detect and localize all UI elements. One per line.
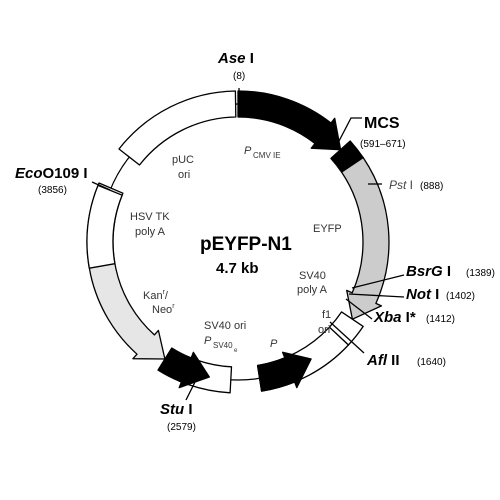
stu-tick <box>185 379 197 401</box>
puc-label: pUC <box>172 154 194 166</box>
bsrg-tick <box>351 274 405 289</box>
pcmv-label: P <box>244 145 252 157</box>
not-tick <box>348 293 405 298</box>
psv40-sub2-label: e <box>234 348 238 354</box>
stu-position: (2579) <box>167 422 196 433</box>
feature-segments <box>86 90 390 394</box>
xba-tick <box>345 298 373 320</box>
eco-label: EcoO109 I <box>15 165 88 182</box>
puc-ori-segment <box>118 90 237 166</box>
afl-label: Afl II <box>366 352 400 369</box>
sv40-ori-label: SV40 ori <box>204 320 246 332</box>
sv40-polya-label-2: poly A <box>297 284 328 296</box>
ori-label: ori <box>178 169 190 181</box>
eyfp-label: EYFP <box>313 223 342 235</box>
sv40-polya-label-1: SV40 <box>299 270 326 282</box>
afl-position: (1640) <box>417 357 446 368</box>
xba-position: (1412) <box>426 314 455 325</box>
bsrg-position: (1389) <box>466 268 495 279</box>
not-position: (1402) <box>446 291 475 302</box>
eco-tick <box>91 181 111 191</box>
f1-label: f1 <box>322 309 331 321</box>
psv40-promoter-arrow <box>157 347 210 389</box>
plasmid-name: pEYFP-N1 <box>200 234 292 255</box>
site-ticks <box>91 88 405 401</box>
cmv-promoter-arrow <box>237 90 342 151</box>
bsrg-label: BsrG I <box>406 263 451 280</box>
hsv-tk-polya-segment <box>86 184 123 269</box>
mcs-leader <box>337 117 362 144</box>
pst-label: Pst I <box>389 178 413 192</box>
p-promoter-arrow <box>256 351 312 392</box>
not-label: Not I <box>406 286 439 303</box>
mcs-label: MCS <box>364 115 400 132</box>
hsv-polya-label: poly A <box>135 226 166 238</box>
mcs-position: (591–671) <box>360 139 406 150</box>
pcmv-sub-label: CMV IE <box>253 151 281 160</box>
ase-position: (8) <box>233 71 245 82</box>
neo-label: Neor <box>152 303 175 316</box>
psv40-sub-label: SV40 <box>213 341 233 350</box>
ase-label: Ase I <box>217 50 254 67</box>
hsv-label: HSV TK <box>130 211 170 223</box>
eco-position: (3856) <box>38 185 67 196</box>
psv40-label: P <box>204 335 212 347</box>
f1-ori-label: ori <box>318 324 330 336</box>
plasmid-size: 4.7 kb <box>216 260 259 277</box>
afl-tick <box>329 321 365 354</box>
pst-position: (888) <box>420 181 443 192</box>
kan-label: Kanr/ <box>143 289 169 302</box>
p-promoter-label: P <box>270 338 278 350</box>
xba-label: Xba I* <box>373 309 416 326</box>
stu-label: Stu I <box>160 401 193 418</box>
